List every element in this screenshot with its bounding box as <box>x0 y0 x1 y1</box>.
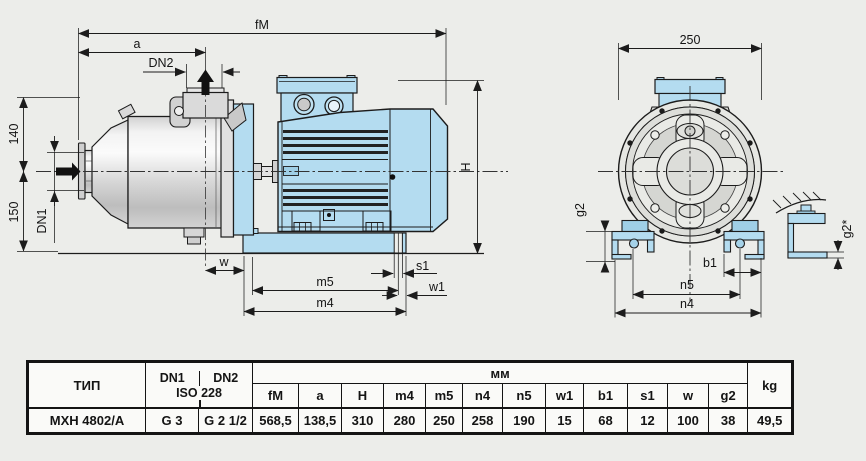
dim-label-n5: n5 <box>680 278 694 292</box>
dim-label-w: w <box>218 255 229 269</box>
dim-label-fm: fM <box>255 18 269 32</box>
s1-value: 12 <box>627 407 668 434</box>
b1-value: 68 <box>583 407 628 434</box>
outlet-flow-arrow <box>197 69 214 95</box>
flange-bolts <box>627 108 753 234</box>
pump-type-value: MXH 4802/A <box>27 407 146 434</box>
mounting-feet <box>611 219 765 260</box>
a-value: 138,5 <box>298 407 342 434</box>
table-row: MXH 4802/A G 3 G 2 1/2 568,5 138,5 310 2… <box>27 407 794 434</box>
dim-label-h: H <box>459 162 473 171</box>
table-header-kg: kg <box>747 361 794 409</box>
n4-value: 258 <box>462 407 503 434</box>
dim-label-140: 140 <box>7 124 21 145</box>
w1-value: 15 <box>545 407 584 434</box>
dim-label-250: 250 <box>680 33 701 47</box>
dim-label-s1: s1 <box>416 259 429 273</box>
dim-label-m4: m4 <box>316 296 333 310</box>
table-header-dn2: DN2 <box>213 371 239 385</box>
dn2-value: G 2 1/2 <box>198 407 253 434</box>
divider-tick <box>199 400 201 407</box>
side-view-drawing: fM a DN2 140 150 DN1 H w s1 m5 w1 m4 <box>7 18 508 316</box>
dim-label-g2: g2 <box>573 203 587 217</box>
fm-value: 568,5 <box>252 407 299 434</box>
cooling-fins <box>283 130 388 206</box>
foot-bracket-detail <box>772 191 828 259</box>
motor-body <box>276 75 449 233</box>
table-header-m4: m4 <box>383 383 426 409</box>
dim-label-dn1: DN1 <box>35 208 49 233</box>
dimension-lines <box>586 43 844 318</box>
dim-label-g2star: g2* <box>840 219 854 238</box>
dim-label-a: a <box>134 37 141 51</box>
table-header-s1: s1 <box>627 383 668 409</box>
dim-label-w1: w1 <box>428 280 445 294</box>
dim-label-b1: b1 <box>703 256 717 270</box>
table-header-m5: m5 <box>425 383 463 409</box>
table-header-h: H <box>341 383 384 409</box>
n5-value: 190 <box>502 407 546 434</box>
table-header-fm: fM <box>252 383 299 409</box>
table-header-b1: b1 <box>583 383 628 409</box>
table-header-dn-group: DN1 DN2 ISO 228 <box>145 361 253 409</box>
table-header-iso: ISO 228 <box>176 386 222 400</box>
kg-value: 49,5 <box>747 407 794 434</box>
dim-label-dn2: DN2 <box>148 56 173 70</box>
dim-label-150: 150 <box>7 202 21 223</box>
table-header-g2: g2 <box>707 383 749 409</box>
table-header-mm: мм <box>251 361 749 384</box>
inlet-flow-arrow <box>56 162 81 181</box>
dn1-value: G 3 <box>145 407 199 434</box>
table-header-dn1: DN1 <box>147 371 200 386</box>
dimension-lines <box>17 28 484 316</box>
table-header-a: a <box>298 383 342 409</box>
front-view-drawing: 250 g2 b1 n5 n4 g2* <box>573 33 854 318</box>
w-value: 100 <box>667 407 709 434</box>
table-header-n5: n5 <box>502 383 546 409</box>
m5-value: 250 <box>425 407 463 434</box>
m4-value: 280 <box>383 407 426 434</box>
table-header-type: ТИП <box>27 361 146 409</box>
table-header-w1: w1 <box>545 383 584 409</box>
table-header-w: w <box>667 383 709 409</box>
dimensions-table: ТИП DN1 DN2 ISO 228 мм kg fM a H m4 m5 n… <box>26 360 795 435</box>
g2-value: 38 <box>707 407 749 434</box>
dim-label-m5: m5 <box>316 275 333 289</box>
table-header-n4: n4 <box>462 383 503 409</box>
dim-label-n4: n4 <box>680 297 694 311</box>
h-value: 310 <box>341 407 384 434</box>
